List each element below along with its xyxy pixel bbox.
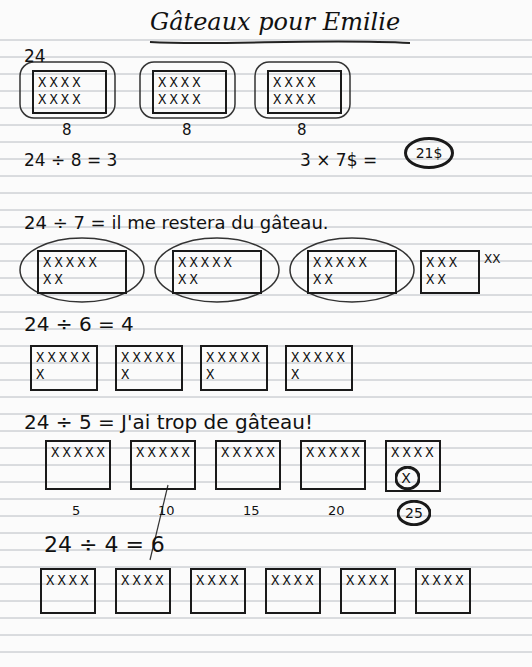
handwritten-note: 5: [72, 503, 80, 518]
group-outline: [20, 238, 144, 302]
handwritten-note: 24 ÷ 6 = 4: [24, 312, 134, 336]
cake-marks: XXXX: [346, 573, 390, 590]
cake-box: XXXX: [340, 568, 396, 614]
handwritten-note: 24 ÷ 4 = 6: [44, 532, 165, 557]
cake-marks: XXXXX: [136, 445, 190, 462]
cake-marks: XXXX XXXX: [158, 75, 221, 109]
cake-marks: XXX XX: [426, 255, 474, 289]
handwritten-note: 8: [62, 121, 72, 139]
cake-box: XXXX: [115, 568, 171, 614]
cake-box: XXXXX: [130, 440, 196, 490]
cake-box: XXXXX X: [285, 345, 353, 391]
cake-box: XXXX XXXX: [32, 70, 107, 114]
cake-marks: XXXXX X: [121, 350, 177, 384]
circled-text: 25: [405, 505, 423, 521]
title-underline: [150, 41, 410, 43]
cake-marks: XXXXX X: [291, 350, 347, 384]
group-outline: [20, 62, 115, 118]
cake-box: XXX XX: [420, 250, 480, 294]
cake-box: XXXX: [415, 568, 471, 614]
cake-box: XXXXX X: [115, 345, 183, 391]
group-outline: [290, 238, 414, 302]
handwritten-note: 24 ÷ 7 = il me restera du gâteau.: [24, 212, 329, 233]
cake-marks: XXXX XXXX: [273, 75, 336, 109]
cake-box: XXXXX XX: [307, 250, 397, 294]
cake-box: XXXX: [40, 568, 96, 614]
handwritten-note: 24 ÷ 5 = J'ai trop de gâteau!: [24, 410, 313, 434]
cake-marks: XXXXX X: [206, 350, 262, 384]
cake-marks: XXXX XXXX: [38, 75, 101, 109]
cake-marks: XXXXX XX: [313, 255, 391, 289]
cake-marks: XXXX: [46, 573, 90, 590]
handwritten-note: 8: [182, 121, 192, 139]
group-outline: [155, 238, 279, 302]
cake-box: XXXX XXXX: [267, 70, 342, 114]
cake-box: XXXXX X: [200, 345, 268, 391]
group-outline: [255, 62, 350, 118]
circled-text: X: [401, 470, 414, 486]
handwritten-note: 8: [297, 121, 307, 139]
circled-answer: X: [395, 466, 420, 490]
circled-answer: 25: [397, 500, 431, 526]
circled-answer: 21$: [404, 137, 454, 169]
cake-box: XXXX: [190, 568, 246, 614]
handwritten-note: 3 × 7$ =: [300, 150, 377, 170]
cake-box: XXXX XXXX: [152, 70, 227, 114]
cake-box: XXXX: [265, 568, 321, 614]
cake-marks: XXXXX: [221, 445, 275, 462]
cake-marks: XXXXX X: [36, 350, 92, 384]
cake-marks: XXXXX XX: [178, 255, 256, 289]
cake-box: XXXXX: [215, 440, 281, 490]
cake-box: XXXXX: [385, 440, 441, 492]
cake-marks: XXXX: [421, 573, 465, 590]
cake-marks: XXXX: [391, 445, 435, 462]
cake-marks: XXXXX: [51, 445, 105, 462]
handwritten-note: 10: [158, 503, 175, 518]
handwritten-note: 15: [243, 503, 260, 518]
circled-text: 21$: [416, 145, 443, 161]
cake-box: XXXXX X: [30, 345, 98, 391]
cake-marks: XXXXX XX: [43, 255, 121, 289]
handwritten-note: 20: [328, 503, 345, 518]
cake-marks: XXXXX: [306, 445, 360, 462]
cake-box: XXXXX: [300, 440, 366, 490]
page-title: Gâteaux pour Emilie: [150, 8, 400, 36]
cake-box: XXXXX: [45, 440, 111, 490]
cake-box: XXXXX XX: [172, 250, 262, 294]
handwritten-note: XX: [484, 252, 500, 266]
handwritten-note: 24: [24, 46, 46, 66]
cake-marks: XXXX: [271, 573, 315, 590]
cake-marks: XXXX: [121, 573, 165, 590]
cake-box: XXXXX XX: [37, 250, 127, 294]
cake-marks: XXXX: [196, 573, 240, 590]
group-outline: [140, 62, 235, 118]
handwritten-note: 24 ÷ 8 = 3: [24, 150, 117, 170]
